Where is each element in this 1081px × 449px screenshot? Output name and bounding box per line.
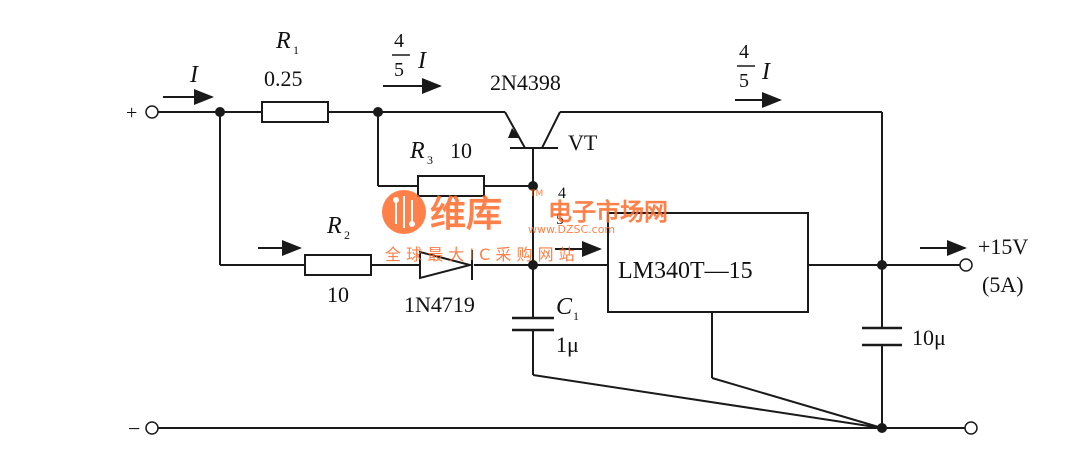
watermark-circuit-traces xyxy=(393,196,415,228)
current-in-label: I xyxy=(189,62,199,88)
frac-i: I xyxy=(417,48,427,74)
junction-dots xyxy=(215,107,887,433)
frac-num: 4 xyxy=(394,30,404,52)
transistor-ref-label: VT xyxy=(568,130,598,155)
regulator-label: LM340T—15 xyxy=(618,258,753,284)
r1-sub: 1 xyxy=(293,43,299,57)
regulator-box xyxy=(607,212,809,313)
frac-den: 5 xyxy=(394,59,404,81)
r1-letter: R xyxy=(275,28,291,54)
watermark-url: www.DZSC.com xyxy=(528,223,615,236)
input-plus-label: + xyxy=(126,102,137,124)
frac2-i: I xyxy=(761,59,771,85)
cap-out-value: 10μ xyxy=(912,325,946,350)
resistor-r1 xyxy=(261,101,329,123)
watermark-logo: 维库 TM 电子市场网 www.DZSC.com 全 球 最 大 I C 采 购… xyxy=(382,189,668,264)
r2-sub: 2 xyxy=(344,228,350,242)
r3-sub: 3 xyxy=(427,153,433,167)
node-label-4: 4 xyxy=(558,185,566,202)
frac2-num: 4 xyxy=(739,41,749,63)
c1-sub: 1 xyxy=(573,309,579,323)
wires xyxy=(158,111,965,429)
terminal-input-minus xyxy=(145,421,159,435)
fraction-bars xyxy=(392,54,755,67)
watermark-brand-sub: 电子市场网 xyxy=(548,198,668,226)
frac2-den: 5 xyxy=(739,70,749,92)
output-voltage-label: +15V xyxy=(978,234,1028,259)
r3-letter: R xyxy=(409,138,425,164)
node-label-5: 5 xyxy=(556,211,564,228)
r1-value: 0.25 xyxy=(264,66,303,91)
wire-reg-ground xyxy=(711,377,883,429)
transistor-part-label: 2N4398 xyxy=(490,70,561,95)
diode-1n4719 xyxy=(419,250,474,280)
r2-letter: R xyxy=(326,213,342,239)
watermark-tm: TM xyxy=(529,189,543,199)
watermark-tagline: 全 球 最 大 I C 采 购 网 站 xyxy=(385,245,575,264)
terminal-input-plus xyxy=(145,105,159,119)
resistor-r2 xyxy=(304,254,372,276)
terminals xyxy=(145,105,978,435)
capacitor-c1 xyxy=(512,316,554,332)
input-minus-label: − xyxy=(128,416,140,441)
transistor-vt xyxy=(504,111,561,149)
r3-value: 10 xyxy=(450,138,472,163)
c1-letter: C xyxy=(556,294,573,320)
watermark-brand: 维库 xyxy=(430,194,502,235)
terminal-output xyxy=(959,258,973,272)
diode-part-label: 1N4719 xyxy=(404,292,475,317)
wire-c1-ground xyxy=(532,374,883,429)
capacitor-output xyxy=(862,326,902,347)
current-arrows xyxy=(163,78,967,257)
c1-value: 1μ xyxy=(556,332,579,357)
output-current-label: (5A) xyxy=(982,272,1024,297)
r2-value: 10 xyxy=(327,282,349,307)
terminal-ground-out xyxy=(964,421,978,435)
resistor-r3 xyxy=(417,175,485,197)
